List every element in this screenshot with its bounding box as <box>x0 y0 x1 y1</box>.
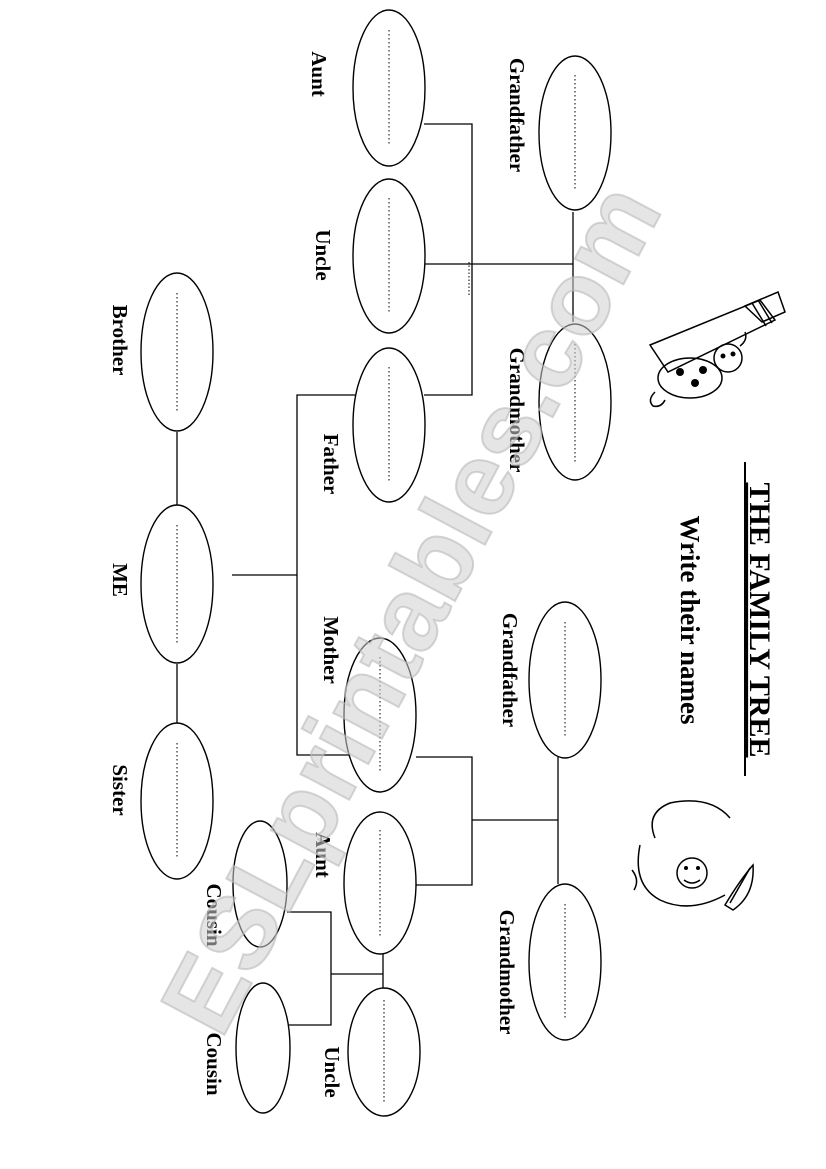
label-grandmother-paternal: Grandmother <box>505 348 529 473</box>
label-mother: Mother <box>319 616 343 684</box>
smiling-face-clipart <box>631 800 754 911</box>
label-uncle-maternal: Uncle <box>320 1046 344 1097</box>
oval-mother[interactable] <box>343 637 417 793</box>
oval-cousin-2[interactable] <box>235 982 291 1114</box>
label-cousin-1: Cousin <box>202 883 226 946</box>
label-father: Father <box>319 434 343 495</box>
oval-aunt-paternal[interactable] <box>352 9 426 167</box>
oval-grandmother-maternal[interactable] <box>528 883 602 1041</box>
label-uncle-paternal: Uncle <box>311 229 335 280</box>
label-grandmother-maternal: Grandmother <box>495 910 519 1035</box>
page-subtitle: Write their names <box>675 516 705 725</box>
pencil-bug-clipart <box>648 290 786 408</box>
oval-me[interactable] <box>140 504 214 664</box>
label-sister: Sister <box>108 764 132 815</box>
oval-aunt-maternal[interactable] <box>343 811 417 955</box>
oval-brother[interactable] <box>140 272 214 432</box>
oval-uncle-paternal[interactable] <box>352 178 426 334</box>
oval-grandmother-paternal[interactable] <box>538 323 612 481</box>
label-me: ME <box>108 563 132 597</box>
label-grandfather-paternal: Grandfather <box>505 58 529 172</box>
tree-connectors <box>176 123 574 1026</box>
label-aunt-maternal: Aunt <box>311 832 335 878</box>
label-cousin-2: Cousin <box>202 1032 226 1095</box>
label-grandfather-maternal: Grandfather <box>498 613 522 727</box>
label-aunt-paternal: Aunt <box>307 51 331 97</box>
label-brother: Brother <box>108 305 132 376</box>
oval-uncle-maternal[interactable] <box>347 987 421 1117</box>
oval-cousin-1[interactable] <box>232 820 288 948</box>
member-labels: Aunt Grandfather Uncle Grandmother Broth… <box>108 51 529 1097</box>
oval-grandfather-paternal[interactable] <box>538 55 612 211</box>
oval-sister[interactable] <box>140 722 214 880</box>
oval-grandfather-maternal[interactable] <box>528 601 602 759</box>
page-title: THE FAMILY TREE <box>743 482 776 757</box>
oval-father[interactable] <box>352 347 426 503</box>
